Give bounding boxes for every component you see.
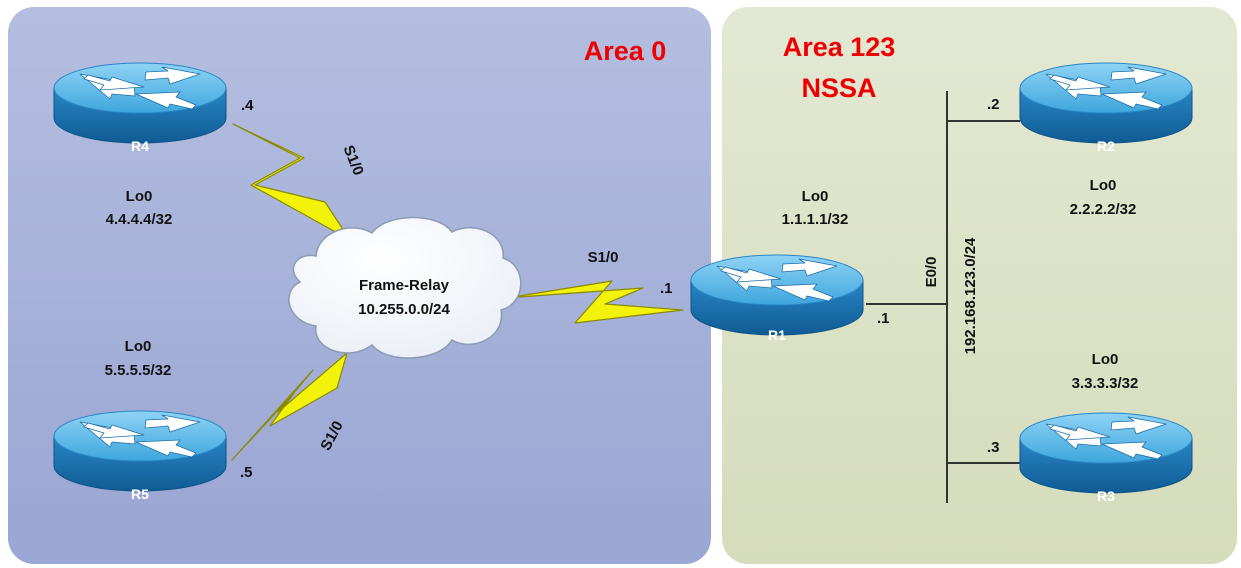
- router-r4[interactable]: R4: [53, 62, 227, 154]
- r2-loopback-ip: 2.2.2.2/32: [1070, 201, 1137, 218]
- serial-link-r1: [512, 280, 684, 324]
- r1-ethernet-label: E0/0: [923, 257, 940, 288]
- router-icon: [1019, 62, 1193, 144]
- r1-ethernet-ip: .1: [877, 310, 890, 327]
- r5-interface-ip: .5: [240, 464, 253, 481]
- router-r5-name: R5: [131, 486, 149, 502]
- router-r2-name: R2: [1097, 138, 1115, 154]
- router-r3[interactable]: R3: [1019, 412, 1193, 504]
- r4-loopback-label: Lo0: [126, 188, 153, 205]
- router-icon: [53, 410, 227, 492]
- r1-loopback-label: Lo0: [802, 188, 829, 205]
- frame-relay-label: Frame-Relay: [359, 277, 450, 294]
- r5-loopback-ip: 5.5.5.5/32: [105, 362, 172, 379]
- r3-loopback-label: Lo0: [1092, 351, 1119, 368]
- area-123-subtitle: NSSA: [801, 73, 876, 103]
- router-r5[interactable]: R5: [53, 410, 227, 502]
- frame-relay-subnet: 10.255.0.0/24: [358, 301, 450, 318]
- area-0-title: Area 0: [584, 36, 667, 66]
- serial-link-r4: [232, 123, 351, 241]
- r4-interface-ip: .4: [241, 97, 254, 114]
- router-r1[interactable]: R1: [690, 254, 864, 343]
- router-r1-name: R1: [768, 327, 786, 343]
- router-icon: [53, 62, 227, 144]
- serial-link-r5: [231, 352, 348, 461]
- lan-subnet-label: 192.168.123.0/24: [962, 237, 979, 354]
- router-icon: [690, 254, 864, 336]
- r3-loopback-ip: 3.3.3.3/32: [1072, 375, 1139, 392]
- r5-loopback-label: Lo0: [125, 338, 152, 355]
- router-r4-name: R4: [131, 138, 149, 154]
- r2-interface-ip: .2: [987, 96, 1000, 113]
- frame-relay-cloud: [288, 216, 522, 359]
- router-r2[interactable]: R2: [1019, 62, 1193, 154]
- router-icon: [1019, 412, 1193, 494]
- r1-loopback-ip: 1.1.1.1/32: [782, 211, 849, 228]
- area-123-title: Area 123: [783, 32, 896, 62]
- r2-loopback-label: Lo0: [1090, 177, 1117, 194]
- r3-interface-ip: .3: [987, 439, 1000, 456]
- r1-serial-label: S1/0: [588, 249, 619, 266]
- r1-serial-ip: .1: [660, 280, 673, 297]
- router-r3-name: R3: [1097, 488, 1115, 504]
- r4-loopback-ip: 4.4.4.4/32: [106, 211, 173, 228]
